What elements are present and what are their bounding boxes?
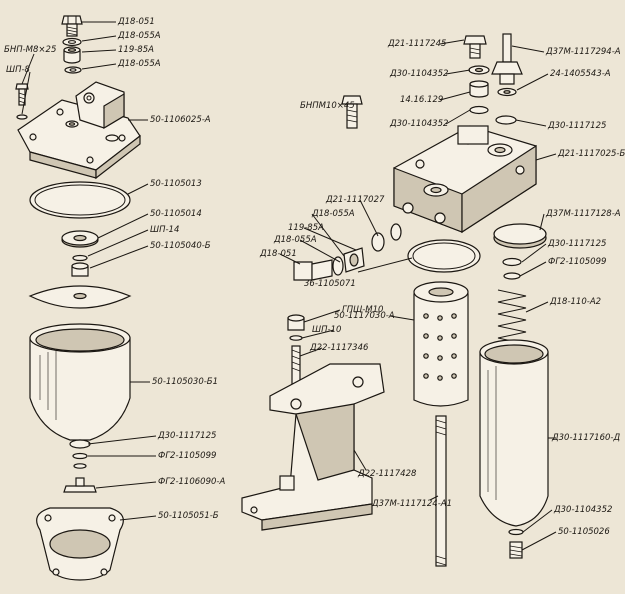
left-nut bbox=[71, 262, 89, 277]
label-l9: 50-1105014 bbox=[150, 209, 202, 219]
right-rod bbox=[435, 415, 447, 567]
left-seal-ring bbox=[63, 46, 81, 64]
label-l41: Д22-1117428 bbox=[357, 469, 417, 479]
right-washers-top bbox=[468, 65, 517, 125]
label-l26: Д21-1117027 bbox=[325, 195, 385, 205]
right-filter-element bbox=[413, 281, 469, 407]
label-l31: Д37М-1117128-А bbox=[545, 209, 621, 219]
right-bracket bbox=[241, 363, 385, 531]
right-small-washers bbox=[502, 257, 522, 280]
label-l24: Д30-1117125 bbox=[547, 121, 606, 131]
left-spring-washer bbox=[16, 114, 28, 120]
label-l38: ШП-10 bbox=[312, 325, 341, 335]
right-gasket bbox=[407, 239, 481, 273]
leader-lines bbox=[21, 21, 557, 551]
label-l4: Д18-055А bbox=[117, 59, 161, 69]
right-valve bbox=[491, 33, 523, 85]
label-l3: 119-85А bbox=[118, 45, 154, 55]
left-disc bbox=[61, 230, 99, 248]
right-stud-parts bbox=[287, 314, 305, 389]
right-drain-plug bbox=[508, 528, 524, 559]
label-l23: Д30-1104352 bbox=[389, 119, 448, 129]
right-mid-bolt bbox=[341, 95, 363, 129]
left-spring-washer-14 bbox=[72, 254, 88, 262]
right-cap bbox=[493, 223, 547, 249]
label-l36: ГПШ-М10 bbox=[342, 305, 383, 315]
label-l21: 14.16.129 bbox=[400, 95, 443, 105]
label-l19: Д30-1104352 bbox=[389, 69, 448, 79]
label-l13: Д30-1117125 bbox=[157, 431, 216, 441]
left-washer-top bbox=[62, 37, 82, 47]
part-labels: Д18-051 Д18-055А 119-85А Д18-055А БНП-М8… bbox=[4, 17, 625, 537]
right-housing bbox=[479, 339, 549, 527]
label-l14: ФГ2-1105099 bbox=[158, 451, 216, 461]
label-l1: Д18-051 bbox=[117, 17, 155, 27]
label-l10: ШП-14 bbox=[150, 225, 179, 235]
label-l37: 50-1117030-А bbox=[334, 311, 395, 321]
left-flange bbox=[36, 507, 124, 581]
right-side-fittings bbox=[293, 223, 402, 281]
label-l44: 50-1105026 bbox=[558, 527, 610, 537]
label-l18: Д37М-1117294-А bbox=[545, 47, 621, 57]
label-l39: Д22-1117346 bbox=[309, 343, 369, 353]
label-l27: Д18-055А bbox=[311, 209, 355, 219]
label-l25: Д21-1117025-Б1 bbox=[557, 149, 625, 159]
label-l43: Д30-1104352 bbox=[553, 505, 612, 515]
label-l29: Д18-055А bbox=[273, 235, 317, 245]
label-l42: Д37М-1117124-А1 bbox=[371, 499, 452, 509]
label-l22: БНПМ10×45 bbox=[300, 101, 355, 111]
label-l2: Д18-055А bbox=[117, 31, 161, 41]
label-l33: ФГ2-1105099 bbox=[548, 257, 606, 267]
left-gasket bbox=[29, 181, 131, 219]
label-l6: ШП-8 bbox=[6, 65, 31, 75]
left-washer-lower bbox=[64, 66, 82, 74]
label-l11: 50-1105040-Б bbox=[150, 241, 211, 251]
label-l15: ФГ2-1106090-А bbox=[158, 477, 225, 487]
label-l8: 50-1105013 bbox=[150, 179, 202, 189]
left-reflector-cone bbox=[28, 285, 132, 309]
label-l30: Д18-051 bbox=[259, 249, 297, 259]
label-l35: Д18-110-А2 bbox=[549, 297, 601, 307]
label-l28: 119-85А bbox=[288, 223, 324, 233]
label-l5: БНП-М8×25 bbox=[4, 45, 56, 55]
left-hex-bolt bbox=[61, 15, 83, 37]
label-l34: 36-1105071 bbox=[304, 279, 356, 289]
label-l20: 24-1405543-А bbox=[550, 69, 611, 79]
label-l32: Д30-1117125 bbox=[547, 239, 606, 249]
label-l17: Д21-1117245 bbox=[387, 39, 446, 49]
label-l7: 50-1106025-А bbox=[150, 115, 211, 125]
label-l40: Д30-1117160-Д bbox=[551, 433, 620, 443]
right-spring bbox=[497, 289, 527, 345]
right-hex-bolt bbox=[463, 35, 487, 59]
left-filter-head bbox=[17, 81, 141, 180]
label-l16: 50-1105051-Б bbox=[158, 511, 219, 521]
label-l12: 50-1105030-Б1 bbox=[152, 377, 218, 387]
right-filter-body bbox=[393, 125, 537, 234]
left-bowl bbox=[29, 323, 131, 449]
left-drain-parts bbox=[63, 452, 97, 493]
